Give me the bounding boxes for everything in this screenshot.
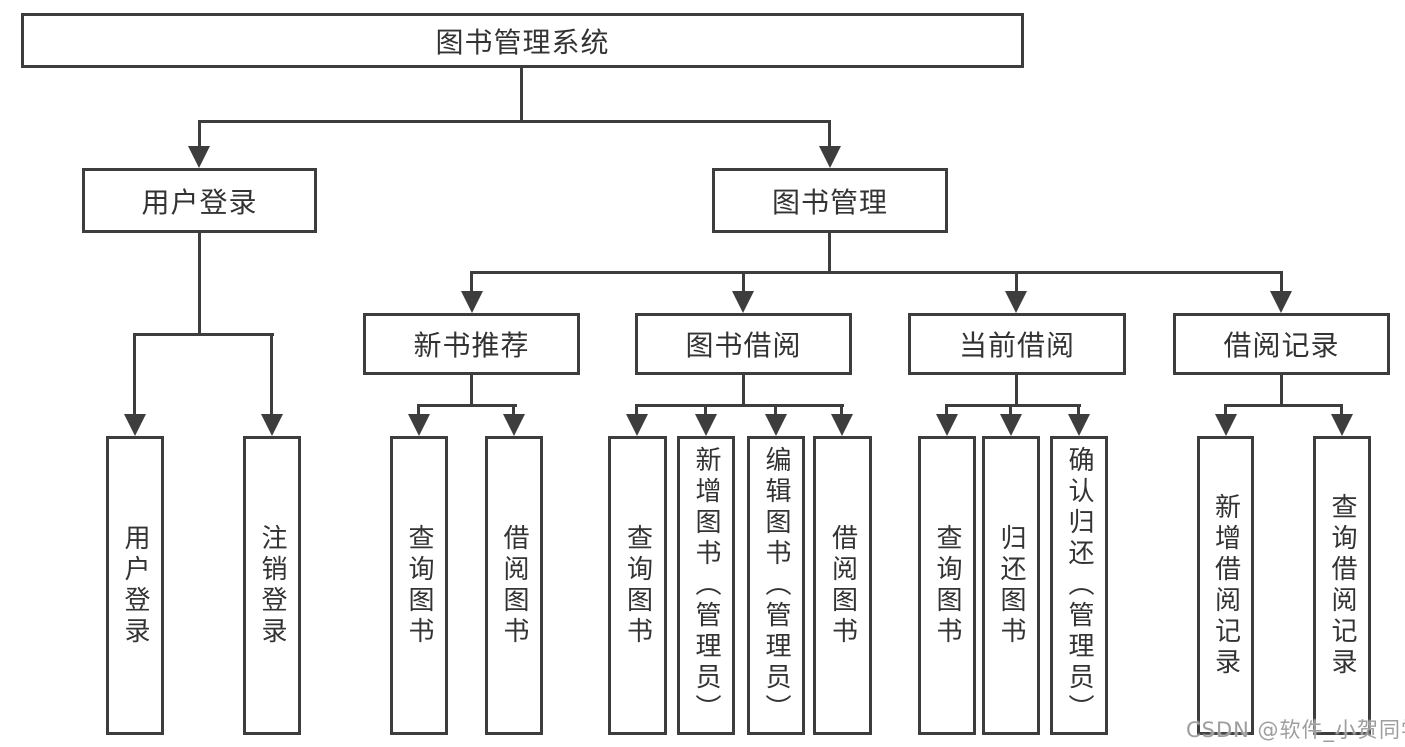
node-book-management: 图书管理 <box>712 168 948 233</box>
connector-new-book-bus <box>417 404 517 407</box>
node-library-management-system: 图书管理系统 <box>21 13 1024 68</box>
connector-leaf-drop <box>1077 404 1080 416</box>
connector-user-login-stem <box>198 233 201 336</box>
node-label: 查询图书 <box>404 523 434 648</box>
connector-current-drop <box>1015 271 1018 293</box>
arrowhead-leaf <box>831 414 853 436</box>
connector-leaf-drop <box>1224 404 1227 416</box>
node-current-borrowing: 当前借阅 <box>908 313 1126 375</box>
node-label: 查询借阅记录 <box>1327 492 1357 679</box>
connector-leaf-drop <box>133 333 136 416</box>
connector-level3-bus <box>470 271 1283 274</box>
connector-current-bus <box>945 404 1081 407</box>
leaf-user-login: 用户登录 <box>106 436 164 735</box>
connector-leaf-drop <box>417 404 420 416</box>
leaf-query-books-borrowing: 查询图书 <box>608 436 667 735</box>
node-label: 新书推荐 <box>413 329 530 362</box>
connector-records-bus <box>1224 404 1343 407</box>
arrowhead-leaf <box>1068 414 1090 436</box>
connector-leaf-drop <box>512 404 515 416</box>
node-label: 当前借阅 <box>958 329 1075 362</box>
leaf-add-book-admin: 新增图书（管理员） <box>677 436 735 735</box>
node-label: 图书管理 <box>771 185 888 219</box>
arrowhead-leaf <box>1331 414 1353 436</box>
node-user-login: 用户登录 <box>82 168 317 233</box>
node-label: 确认归还（管理员） <box>1064 446 1094 725</box>
arrowhead-user-login <box>188 146 210 168</box>
node-label: 借阅图书 <box>827 523 858 648</box>
node-label: 查询图书 <box>622 523 653 648</box>
arrowhead-leaf <box>503 414 525 436</box>
arrowhead-leaf <box>408 414 430 436</box>
arrowhead-leaf <box>1000 414 1022 436</box>
leaf-logout: 注销登录 <box>243 436 301 735</box>
connector-leaf-drop <box>270 333 273 416</box>
arrowhead-borrow <box>732 291 754 313</box>
connector-leaf-drop <box>704 404 707 416</box>
node-label: 借阅记录 <box>1223 329 1340 362</box>
node-label: 编辑图书（管理员） <box>761 446 791 725</box>
connector-leaf-drop <box>840 404 843 416</box>
node-book-borrowing: 图书借阅 <box>635 313 852 375</box>
node-new-book-recommendation: 新书推荐 <box>363 313 580 375</box>
arrowhead-book-mgmt <box>819 146 841 168</box>
connector-new-book-stem <box>470 375 473 406</box>
node-label: 图书借阅 <box>685 329 802 362</box>
arrowhead-leaf <box>765 414 787 436</box>
node-label: 新增借阅记录 <box>1210 492 1241 679</box>
leaf-borrow-books-recommendation: 借阅图书 <box>485 436 543 735</box>
connector-borrow-drop <box>742 271 745 293</box>
arrowhead-leaf <box>936 414 958 436</box>
connector-leaf-drop <box>1009 404 1012 416</box>
connector-level2-bus <box>198 120 831 123</box>
node-label: 注销登录 <box>257 523 287 648</box>
node-label: 用户登录 <box>141 185 258 219</box>
connector-records-drop <box>1280 271 1283 293</box>
leaf-return-books: 归还图书 <box>982 436 1040 735</box>
arrowhead-leaf <box>1215 414 1237 436</box>
leaf-add-borrow-record: 新增借阅记录 <box>1197 436 1254 735</box>
node-label: 查询图书 <box>932 523 962 648</box>
node-borrowing-records: 借阅记录 <box>1173 313 1390 375</box>
node-label: 归还图书 <box>996 523 1026 648</box>
arrowhead-leaf <box>261 414 283 436</box>
connector-book-mgmt-drop <box>828 120 831 148</box>
leaf-query-borrow-record: 查询借阅记录 <box>1313 436 1371 735</box>
node-label: 新增图书（管理员） <box>691 446 721 725</box>
connector-current-stem <box>1015 375 1018 406</box>
arrowhead-records <box>1270 291 1292 313</box>
connector-new-book-drop <box>470 271 473 293</box>
connector-user-login-drop <box>198 120 201 148</box>
connector-leaf-drop <box>635 404 638 416</box>
arrowhead-leaf <box>124 414 146 436</box>
connector-borrow-stem <box>742 375 745 406</box>
connector-borrow-bus <box>635 404 844 407</box>
watermark: CSDN @软件_小贺同学 <box>1186 718 1405 742</box>
leaf-confirm-return-admin: 确认归还（管理员） <box>1050 436 1108 735</box>
node-label: 图书管理系统 <box>435 25 610 59</box>
arrowhead-current <box>1005 291 1027 313</box>
connector-leaf-drop <box>1340 404 1343 416</box>
connector-leaf-drop <box>774 404 777 416</box>
arrowhead-new-book <box>461 291 483 313</box>
arrowhead-leaf <box>626 414 648 436</box>
connector-records-stem <box>1280 375 1283 406</box>
leaf-query-books-current: 查询图书 <box>918 436 976 735</box>
connector-book-mgmt-stem <box>828 232 831 274</box>
leaf-edit-book-admin: 编辑图书（管理员） <box>747 436 805 735</box>
node-label: 借阅图书 <box>499 523 529 648</box>
node-label: 用户登录 <box>120 523 150 648</box>
arrowhead-leaf <box>695 414 717 436</box>
leaf-borrow-books-borrowing: 借阅图书 <box>813 436 872 735</box>
leaf-query-books-recommendation: 查询图书 <box>390 436 448 735</box>
connector-root-stem <box>520 68 523 122</box>
connector-leaf-drop <box>945 404 948 416</box>
connector-user-login-bus <box>133 333 274 336</box>
